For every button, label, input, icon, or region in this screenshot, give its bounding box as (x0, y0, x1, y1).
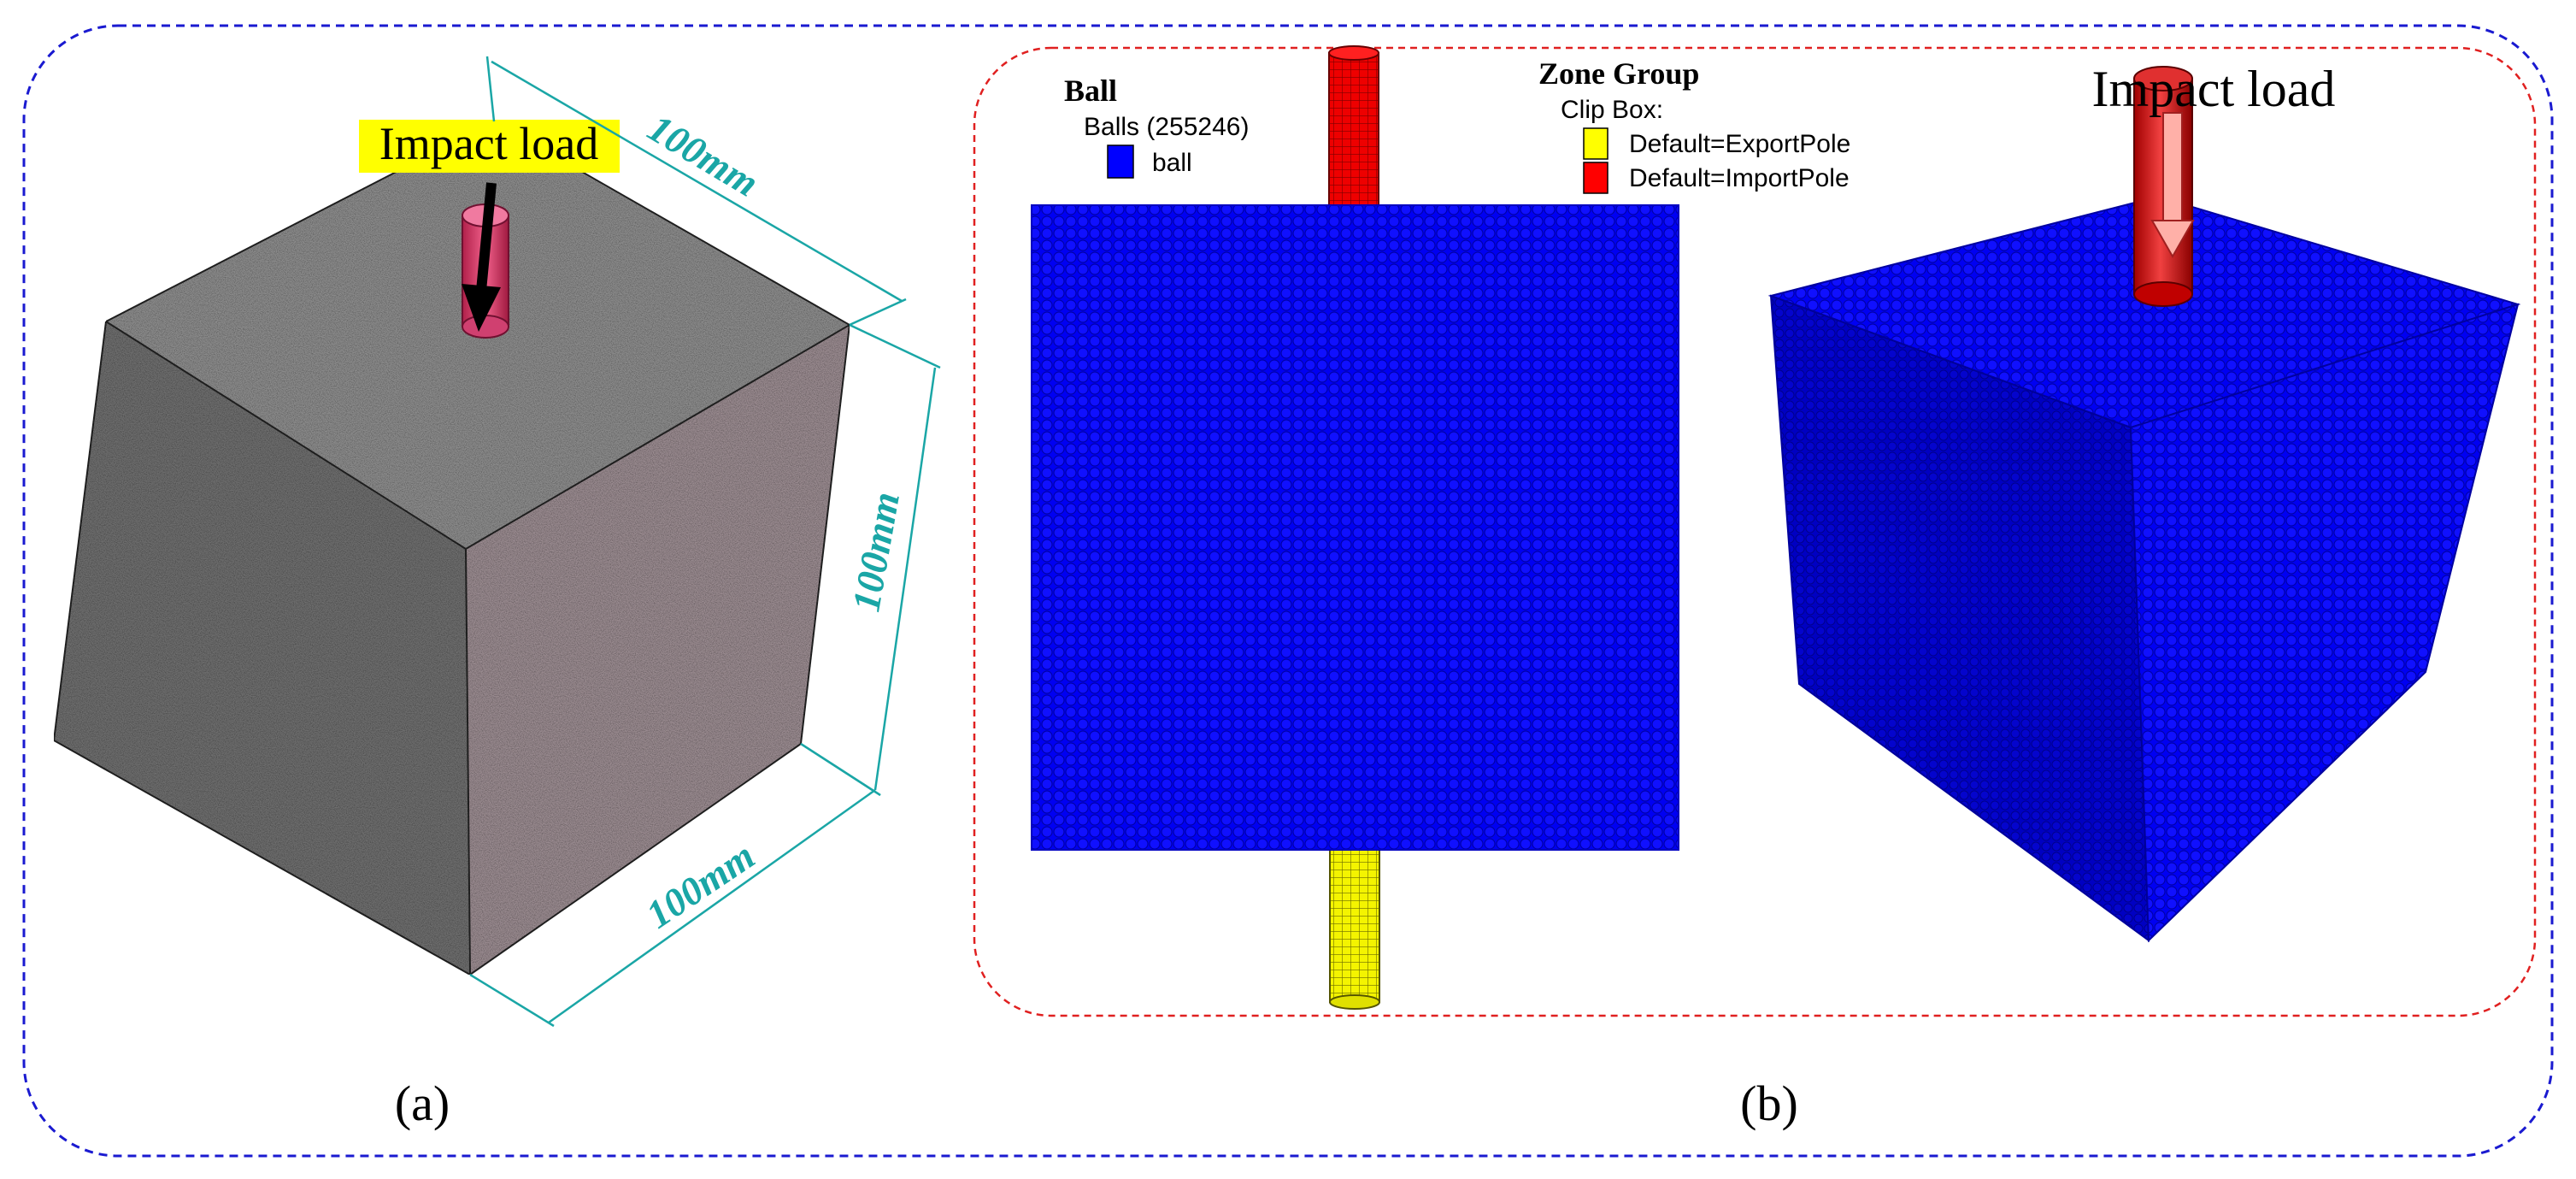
panel-a-label: (a) (395, 1076, 450, 1131)
legend-export-label: Default=ExportPole (1629, 130, 1850, 158)
panel-b-frame (973, 46, 2537, 1017)
legend-import-label: Default=ImportPole (1629, 164, 1850, 192)
impact-label-highlight (359, 120, 620, 173)
legend-ball-swatch (1107, 144, 1134, 179)
panel-b-label: (b) (1740, 1076, 1798, 1131)
ball-assembly-front-view (1031, 204, 1679, 851)
panel-b: Ball Balls (255246) ball Zone Group Clip… (1031, 45, 2521, 1131)
legend-ball-item: ball (1152, 149, 1192, 177)
impact-label-b: Impact load (2092, 61, 2336, 117)
dimension-top-label: 100mm (641, 106, 767, 205)
ball-cube-right-face (2129, 303, 2520, 943)
impact-arrow-b (2150, 112, 2195, 259)
impact-label-a: Impact load (379, 118, 598, 169)
import-pole (1328, 45, 1379, 208)
ball-assembly-3d-view (1767, 195, 2521, 943)
legend-export-swatch (1583, 127, 1609, 160)
panel-a: Impact load 100mm 100mm 100mm (a) (52, 56, 941, 1131)
legend-import-swatch (1583, 162, 1609, 194)
dimension-bottom-label: 100mm (638, 834, 762, 937)
legend-ball-subtitle: Balls (255246) (1084, 113, 1249, 141)
legend-ball-title: Ball (1064, 74, 1117, 108)
legend-zone-subtitle: Clip Box: (1561, 96, 1663, 124)
legend-zone-group: Zone Group Clip Box: Default=ExportPole … (1538, 56, 1850, 194)
legend-zone-title: Zone Group (1538, 56, 1699, 91)
export-pole (1329, 849, 1380, 1010)
impact-arrow-a (462, 182, 501, 332)
dimension-lines (469, 56, 941, 1028)
legend-ball: Ball Balls (255246) ball (1064, 74, 1249, 179)
outer-frame (22, 24, 2554, 1158)
dimension-right-label: 100mm (844, 489, 908, 615)
